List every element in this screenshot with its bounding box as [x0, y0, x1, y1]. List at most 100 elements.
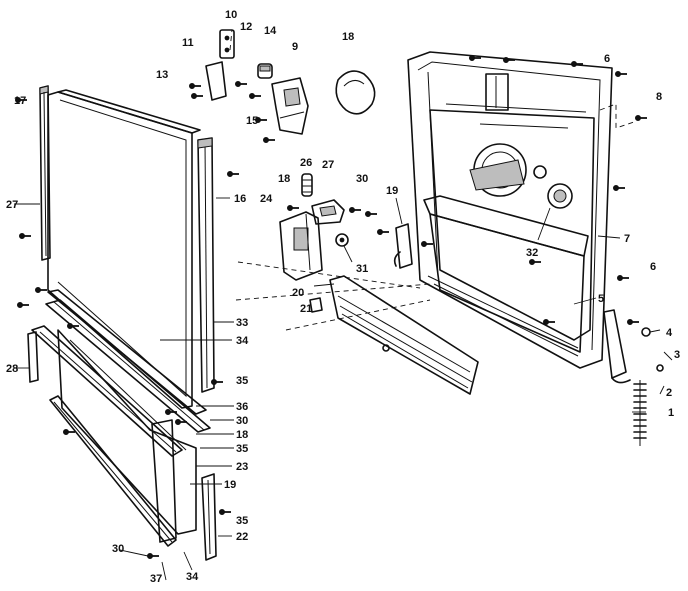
assembly-line: [237, 261, 421, 289]
part-label: 16: [234, 193, 246, 205]
lower-console-panel: [329, 275, 479, 395]
part-label: 6: [650, 261, 656, 273]
part-label: 34: [186, 571, 199, 583]
part-label: 35: [236, 443, 248, 455]
part-label: 4: [666, 327, 673, 339]
screw-icon: [218, 508, 232, 516]
part-label: 14: [264, 25, 277, 37]
lower-side-bracket: [201, 473, 217, 561]
door-hinge-arm: [603, 309, 631, 384]
screw-icon: [234, 80, 248, 88]
screw-icon: [188, 82, 202, 90]
hinge-link: [656, 364, 664, 372]
assembly-line: [599, 103, 635, 129]
screw-icon: [34, 286, 48, 294]
assembly-line: [229, 29, 233, 51]
screw-icon: [376, 228, 390, 236]
screw-icon: [542, 318, 556, 326]
screw-icon: [614, 70, 628, 78]
leader-lines: [14, 197, 673, 581]
screw-icon: [146, 552, 160, 560]
part-label: 31: [356, 263, 368, 275]
latch-mechanism: [271, 77, 309, 135]
lower-kick-panel: [57, 329, 197, 543]
screw-icon: [16, 301, 30, 309]
part-label: 28: [6, 363, 18, 375]
part-label: 20: [292, 287, 304, 299]
dispenser-actuator: [311, 199, 345, 225]
part-label: 21: [300, 303, 312, 315]
screw-icon: [364, 210, 378, 218]
part-label: 23: [236, 461, 248, 473]
dispenser-spring: [301, 173, 313, 197]
screw-icon: [248, 92, 262, 100]
dispenser-cup: [279, 211, 323, 281]
left-trim-strip: [39, 85, 51, 261]
part-label: 26: [300, 157, 312, 169]
screw-icon: [18, 232, 32, 240]
part-label: 37: [150, 573, 162, 585]
latch-knob: [257, 63, 273, 79]
part-label: 5: [598, 293, 604, 305]
part-label: 33: [236, 317, 248, 329]
screw-icon: [528, 258, 542, 266]
liner-dispenser-housing: [469, 143, 547, 197]
door-side-trim: [197, 137, 215, 393]
screw-icon: [62, 428, 76, 436]
part-label: 13: [156, 69, 168, 81]
door-panel: [47, 89, 201, 409]
screw-icon: [286, 204, 300, 212]
part-label: 30: [356, 173, 368, 185]
liner-tray: [423, 195, 589, 357]
small-clip: [309, 297, 323, 313]
part-label: 18: [278, 173, 290, 185]
part-label: 34: [236, 335, 249, 347]
part-label: 27: [322, 159, 334, 171]
hinge-washer: [641, 327, 651, 337]
part-label: 12: [240, 21, 252, 33]
part-label: 1: [668, 407, 674, 419]
part-label: 6: [604, 53, 610, 65]
dispenser-cam: [335, 233, 349, 247]
latch-spring-clip: [335, 70, 376, 115]
part-label: 36: [236, 401, 248, 413]
part-label: 35: [236, 515, 248, 527]
part-label: 18: [236, 429, 248, 441]
part-label: 22: [236, 531, 248, 543]
part-label: 9: [292, 41, 298, 53]
screw-icon: [626, 318, 640, 326]
inner-door-liner: [407, 51, 613, 369]
part-label: 30: [236, 415, 248, 427]
part-label: 2: [666, 387, 672, 399]
screw-icon: [612, 184, 626, 192]
part-label: 11: [182, 37, 194, 49]
screw-icon: [174, 418, 188, 426]
part-label: 3: [674, 349, 680, 361]
screw-icon: [210, 378, 224, 386]
part-label: 35: [236, 375, 248, 387]
screw-icon: [348, 206, 362, 214]
part-label: 24: [260, 193, 273, 205]
assembly-line: [285, 299, 431, 331]
part-label: 19: [224, 479, 236, 491]
hinge-spring: [633, 380, 647, 446]
part-label: 8: [656, 91, 662, 103]
rinse-aid-cap: [547, 183, 573, 209]
bottom-strip: [49, 395, 177, 547]
screw-icon: [226, 170, 240, 178]
part-label: 10: [225, 9, 237, 21]
latch-plate: [219, 29, 235, 59]
part-label: 32: [526, 247, 538, 259]
rinse-bracket: [393, 223, 413, 269]
screw-icon: [616, 274, 630, 282]
part-label: 17: [14, 95, 26, 107]
part-label: 30: [112, 543, 124, 555]
assembly-line: [235, 283, 431, 301]
latch-bracket: [205, 61, 227, 101]
part-label: 18: [342, 31, 354, 43]
part-label: 7: [624, 233, 630, 245]
part-label: 19: [386, 185, 398, 197]
screw-icon: [190, 92, 204, 100]
part-label: 15: [246, 115, 258, 127]
